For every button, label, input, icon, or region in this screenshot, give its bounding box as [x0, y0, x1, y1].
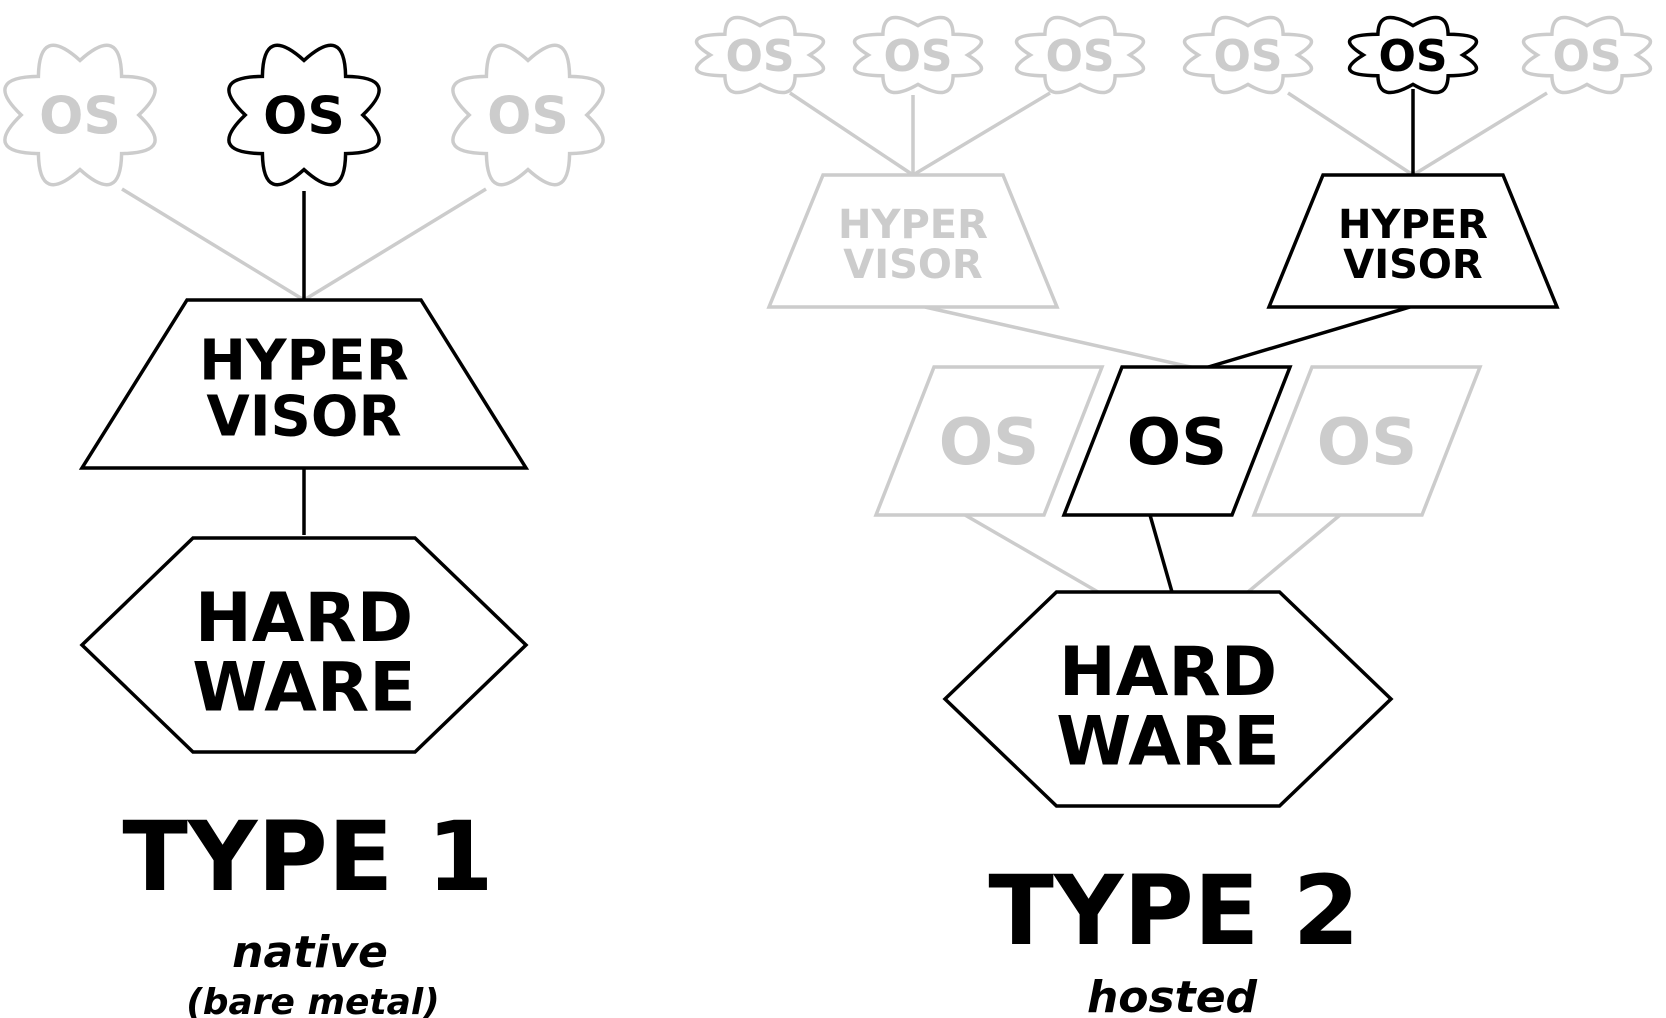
- type2-guest-os-6: OS: [1521, 15, 1653, 95]
- type1-guest-os-1-label: OS: [39, 87, 121, 147]
- type2-host-os-2: OS: [1061, 365, 1293, 517]
- type1-guest-os-2: OS: [227, 43, 381, 187]
- type2-connector-hypervisor2-os: [1204, 305, 1411, 370]
- type2-guest-os-4-label: OS: [1213, 31, 1282, 82]
- type2-hardware-line2: WARE: [1056, 702, 1279, 781]
- type2-host-os-1: OS: [873, 365, 1105, 517]
- type2-connector-os3: [912, 91, 1051, 177]
- type2-guest-os-6-label: OS: [1552, 31, 1621, 82]
- type2-host-os-2-label: OS: [1127, 406, 1228, 480]
- type2-guest-os-5: OS: [1347, 15, 1479, 95]
- type2-hypervisor-2-line2: VISOR: [1343, 242, 1482, 288]
- type2-guest-os-3-label: OS: [1045, 31, 1114, 82]
- type2-title: TYPE 2: [988, 855, 1359, 967]
- type2-hypervisor-2-line1: HYPER: [1338, 202, 1488, 248]
- type2-connector-hostos1-hardware: [964, 513, 1099, 594]
- type2-hypervisor-1-line2: VISOR: [843, 242, 982, 288]
- type2-subtitle: hosted: [1087, 972, 1258, 1018]
- type1-guest-os-2-label: OS: [263, 87, 345, 147]
- type2-connector-os1: [789, 91, 914, 177]
- type2-connector-os4: [1287, 91, 1414, 177]
- type2-host-os-3-label: OS: [1317, 406, 1418, 480]
- type1-hardware-line1: HARD: [195, 579, 413, 658]
- type2-connector-hostos3-hardware: [1246, 513, 1342, 594]
- type2-guest-os-1: OS: [694, 15, 826, 95]
- type2-guest-os-3: OS: [1014, 15, 1146, 95]
- type1-hardware-line2: WARE: [192, 648, 415, 727]
- type2-guest-os-2: OS: [852, 15, 984, 95]
- type1-guest-os-1: OS: [3, 43, 157, 187]
- type2-hardware-line1: HARD: [1059, 633, 1277, 712]
- type1-title: TYPE 1: [122, 801, 493, 913]
- type2-connector-os6: [1412, 91, 1548, 177]
- type1-connector-os3: [303, 187, 487, 302]
- type2-connector-hostos2-hardware: [1148, 514, 1174, 593]
- type2-connector-hypervisor1-os: [924, 305, 1196, 370]
- type2-guest-os-5-label: OS: [1378, 31, 1447, 82]
- type1-guest-os-3: OS: [451, 43, 605, 187]
- type1-hypervisor-line1: HYPER: [199, 329, 409, 394]
- type1-subtitle: native: [232, 927, 388, 978]
- type1-guest-os-3-label: OS: [487, 87, 569, 147]
- type1-connector-os1: [121, 187, 305, 302]
- type1-subtitle-bare-metal: (bare metal): [186, 982, 439, 1018]
- type2-guest-os-2-label: OS: [883, 31, 952, 82]
- type2-host-os-1-label: OS: [939, 406, 1040, 480]
- type1-hypervisor-line2: VISOR: [206, 385, 401, 450]
- type2-guest-os-1-label: OS: [725, 31, 794, 82]
- type2-hypervisor-1-line1: HYPER: [838, 202, 988, 248]
- type2-host-os-3: OS: [1251, 365, 1483, 517]
- type2-guest-os-4: OS: [1182, 15, 1314, 95]
